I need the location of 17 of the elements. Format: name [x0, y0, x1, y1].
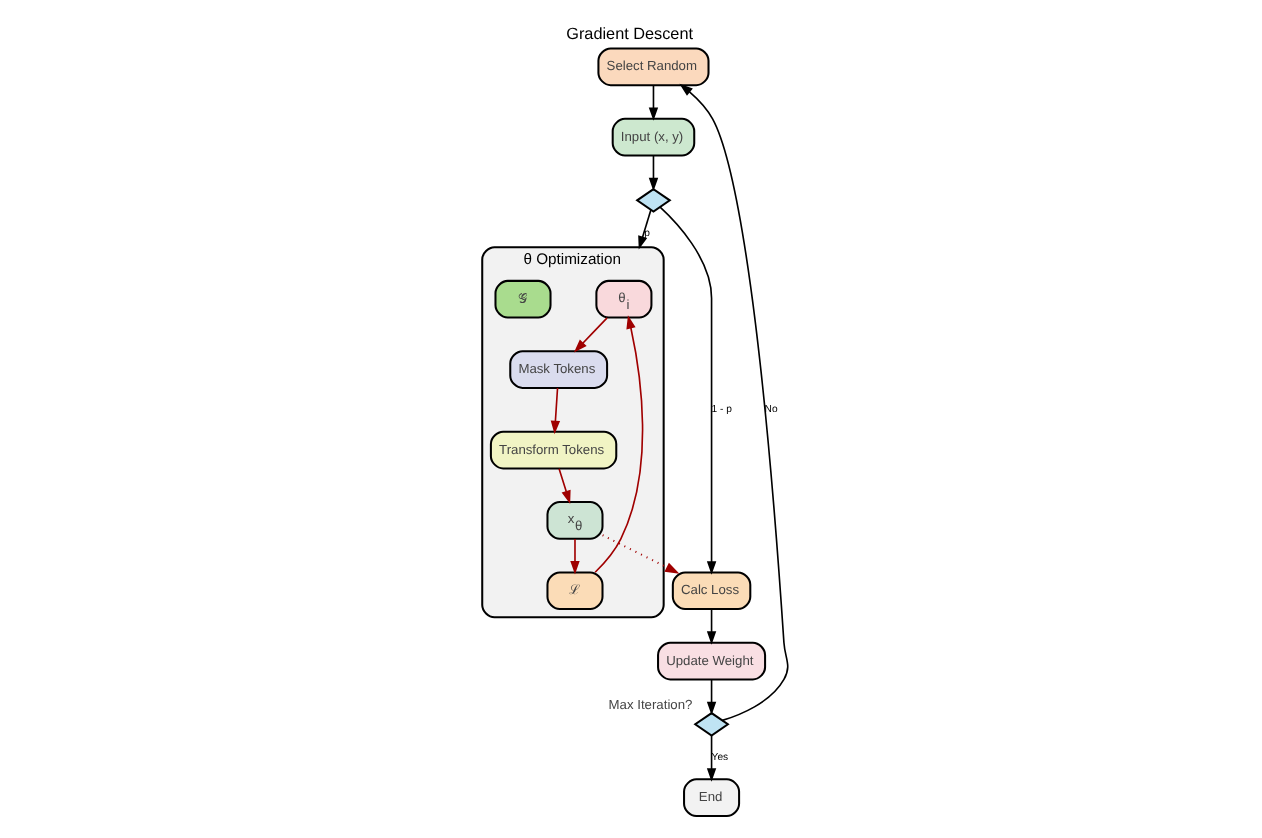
arrow	[550, 387, 561, 435]
arrow	[706, 608, 717, 645]
arrow	[648, 84, 659, 121]
arrow	[570, 538, 580, 575]
node-diamond	[693, 711, 730, 737]
diagram-title: Gradient Descent	[566, 25, 693, 44]
node-diamond	[635, 187, 672, 213]
arrow	[706, 678, 717, 716]
arrow	[602, 534, 680, 574]
arrow	[573, 317, 608, 353]
arrow	[706, 734, 717, 782]
arrow	[679, 83, 789, 722]
arrow	[659, 206, 717, 575]
arrow	[648, 154, 659, 192]
arrow	[558, 467, 571, 504]
arrow	[638, 209, 652, 250]
arrow	[594, 315, 644, 574]
